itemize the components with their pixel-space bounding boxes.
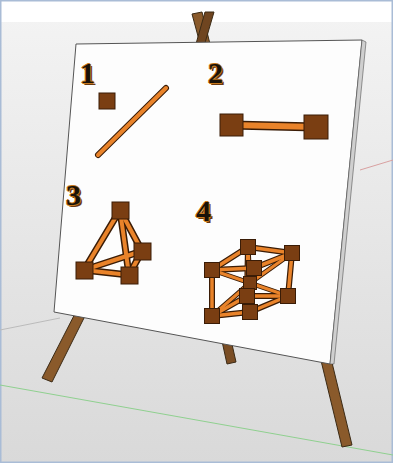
callout-number: 1 — [80, 58, 95, 88]
cube-atom — [285, 246, 300, 261]
callout-number: 2 — [208, 58, 223, 88]
figure-three — [76, 202, 151, 284]
callout-number: 3 — [66, 180, 81, 210]
cube-atom — [205, 309, 220, 324]
callout-number: 4 — [196, 196, 211, 226]
board-edge — [330, 40, 366, 364]
cube-atom — [244, 277, 257, 290]
cube-atom — [281, 289, 296, 304]
board — [54, 40, 362, 364]
cube-atom — [205, 263, 220, 278]
cube-atom — [240, 289, 255, 304]
ground-axis — [360, 160, 393, 170]
cube-atom — [241, 240, 256, 255]
cube-atom — [247, 261, 262, 276]
figure-one — [98, 88, 166, 155]
figure-four — [205, 240, 300, 324]
cube-atom — [243, 305, 258, 320]
figure-two — [220, 114, 328, 139]
ground-line — [0, 318, 60, 330]
